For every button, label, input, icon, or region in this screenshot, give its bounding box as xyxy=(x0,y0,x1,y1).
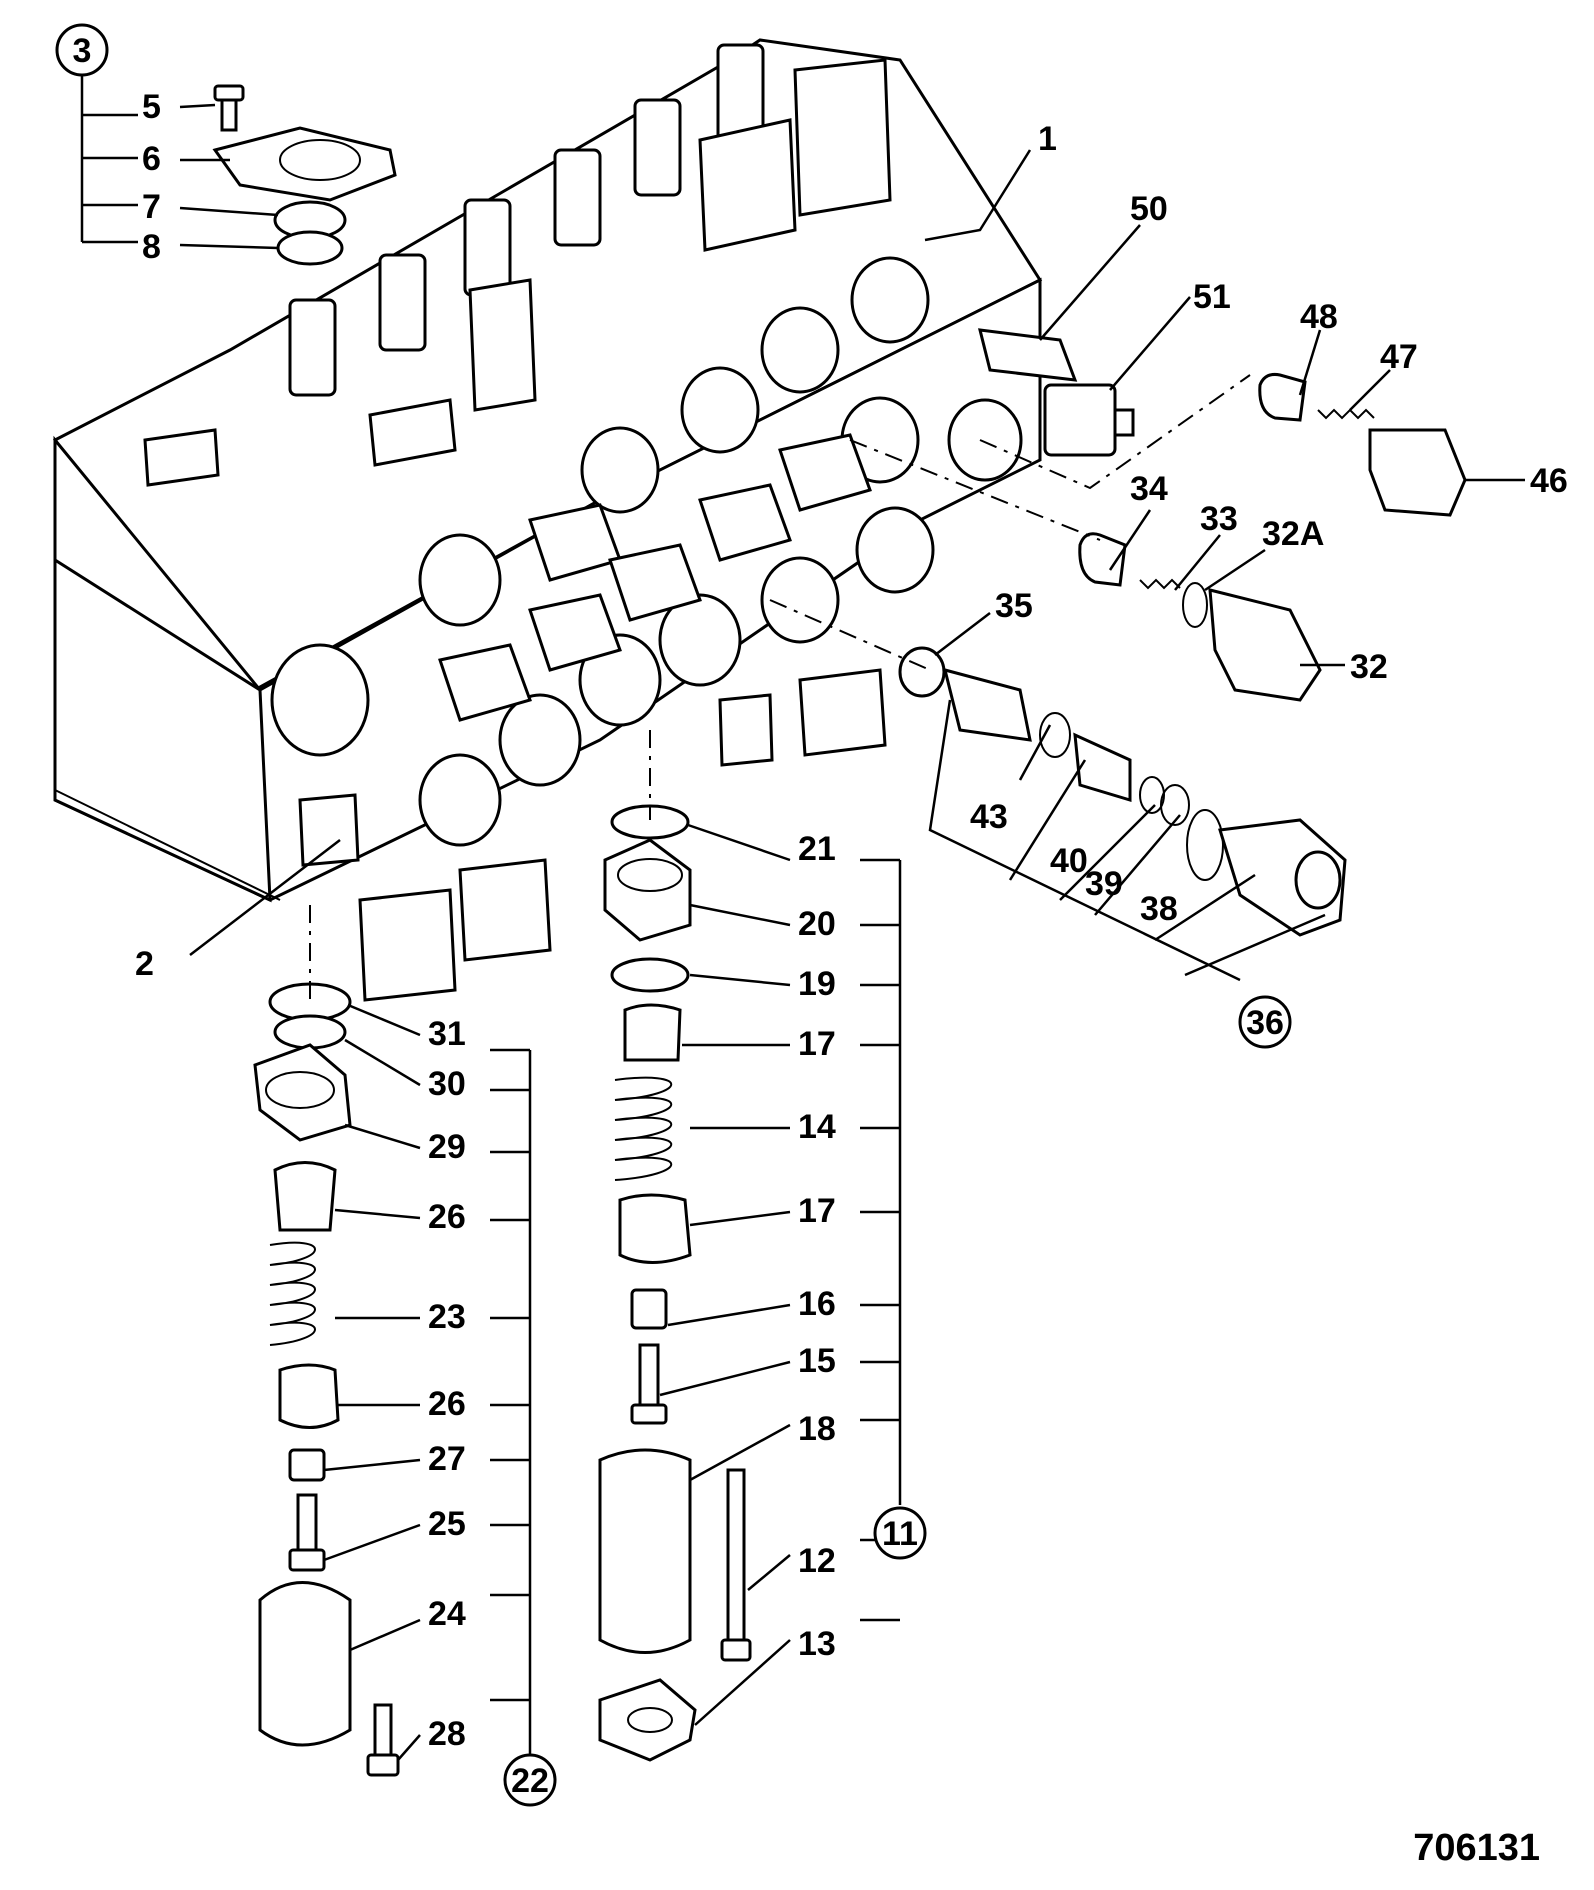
part-label: 8 xyxy=(142,228,161,266)
bottom-hex-plugs xyxy=(298,668,887,1002)
part-labels: 1 2 5 6 7 8 12 13 14 15 16 17 17 18 19 2… xyxy=(135,88,1568,1753)
part-label: 17 xyxy=(798,1192,836,1230)
part-label: 17 xyxy=(798,1025,836,1063)
front-ports xyxy=(270,256,1023,847)
part-label: 24 xyxy=(428,1595,466,1633)
relief-cartridge-46-48 xyxy=(1258,373,1467,517)
part-label: 39 xyxy=(1085,865,1123,903)
part-label: 46 xyxy=(1530,462,1568,500)
part-label: 14 xyxy=(798,1108,836,1146)
part-label: 47 xyxy=(1380,338,1418,376)
figure-id: 706131 xyxy=(1413,1827,1540,1869)
part-label: 33 xyxy=(1200,500,1238,538)
part-label: 16 xyxy=(798,1285,836,1323)
part-label: 29 xyxy=(428,1128,466,1166)
part-label: 15 xyxy=(798,1342,836,1380)
part-label: 26 xyxy=(428,1385,466,1423)
part-label: 48 xyxy=(1300,298,1338,336)
part-label: 19 xyxy=(798,965,836,1003)
spool-return-kit-22 xyxy=(253,982,400,1777)
center-lines xyxy=(309,374,1251,1000)
valve-block xyxy=(52,38,1135,1002)
relief-cartridge-32-34 xyxy=(1078,532,1322,702)
part-label: 28 xyxy=(428,1715,466,1753)
group-marker-3 xyxy=(55,23,109,77)
part-label: 30 xyxy=(428,1065,466,1103)
part-label: 20 xyxy=(798,905,836,943)
valve-assembly-36 xyxy=(898,646,1347,937)
solenoid xyxy=(978,328,1135,457)
part-label: 25 xyxy=(428,1505,466,1543)
part-label: 5 xyxy=(142,88,161,126)
part-label: 50 xyxy=(1130,190,1168,228)
part-label: 1 xyxy=(1038,120,1057,158)
part-label: 40 xyxy=(1050,842,1088,880)
spool-cap-kit-3 xyxy=(212,84,397,266)
part-label: 34 xyxy=(1130,470,1168,508)
group-marker-22 xyxy=(503,1753,557,1807)
part-label: 13 xyxy=(798,1625,836,1663)
part-label: 43 xyxy=(970,798,1008,836)
part-label: 26 xyxy=(428,1198,466,1236)
part-label: 18 xyxy=(798,1410,836,1448)
group-label-11: 11 xyxy=(882,1515,918,1553)
group-label-22: 22 xyxy=(511,1762,549,1800)
part-label: 12 xyxy=(798,1542,836,1580)
front-hex-plugs xyxy=(438,433,872,722)
group-marker-36 xyxy=(1238,995,1292,1049)
part-label: 21 xyxy=(798,830,836,868)
part-label: 7 xyxy=(142,188,161,226)
part-label: 35 xyxy=(995,587,1033,625)
part-label: 2 xyxy=(135,945,154,983)
part-label: 27 xyxy=(428,1440,466,1478)
group-label-3: 3 xyxy=(73,32,92,70)
spool-return-kit-11 xyxy=(598,804,752,1762)
part-label: 32A xyxy=(1262,515,1324,553)
group-label-36: 36 xyxy=(1246,1004,1284,1042)
leader-lines xyxy=(80,62,1525,1761)
group-marker-11 xyxy=(873,1506,927,1560)
part-label: 23 xyxy=(428,1298,466,1336)
top-hex-plugs xyxy=(143,58,892,487)
group-markers: 3 11 22 36 xyxy=(55,23,1292,1807)
part-label: 51 xyxy=(1193,278,1231,316)
part-label: 32 xyxy=(1350,648,1388,686)
part-label: 6 xyxy=(142,140,161,178)
part-label: 31 xyxy=(428,1015,466,1053)
spool-caps xyxy=(288,43,765,397)
part-label: 38 xyxy=(1140,890,1178,928)
